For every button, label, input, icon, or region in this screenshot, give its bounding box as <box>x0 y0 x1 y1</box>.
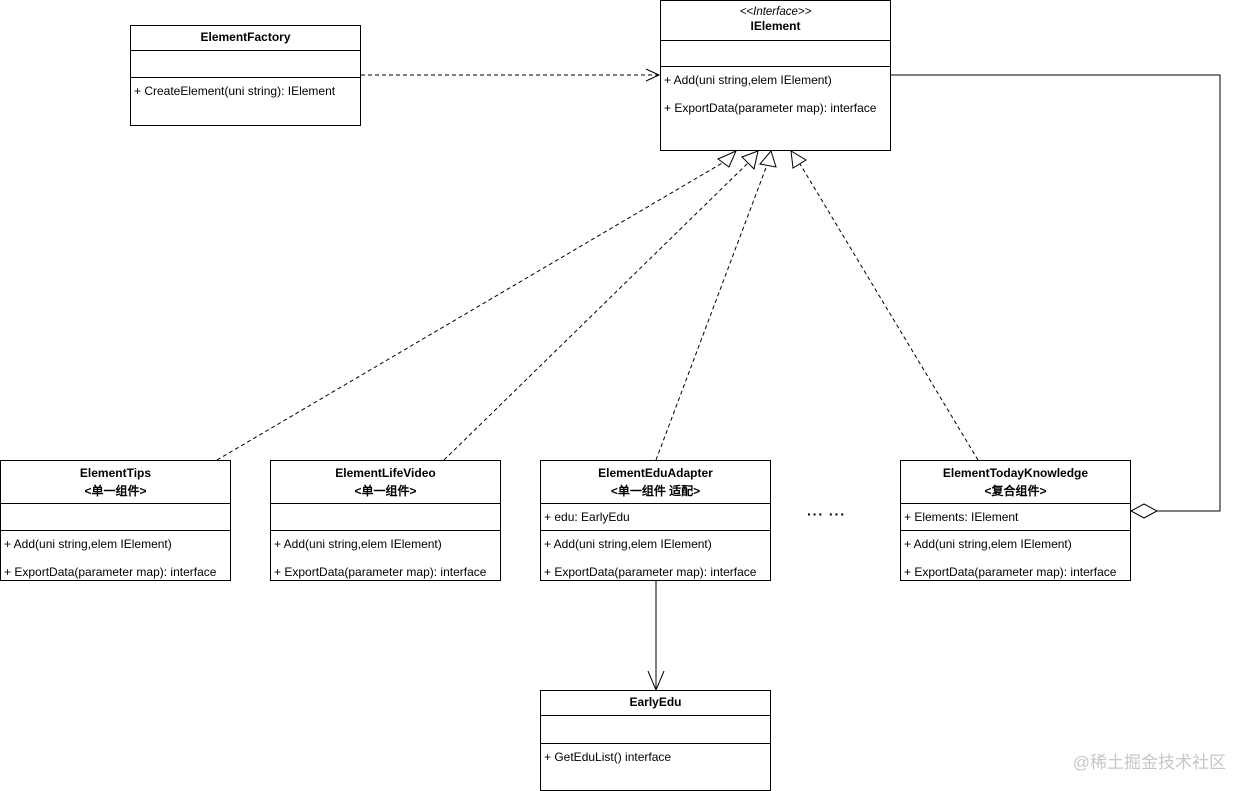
operation: + Add(uni string,elem IElement) <box>4 537 172 551</box>
class-elementlifevideo: ElementLifeVideo <单一组件> + Add(uni string… <box>270 460 501 581</box>
attribute: + Elements: IElement <box>904 510 1019 524</box>
class-name: ElementFactory <box>200 30 291 44</box>
class-tag: <复合组件> <box>984 484 1047 498</box>
operation: + ExportData(parameter map): interface <box>904 565 1117 579</box>
watermark: @稀土掘金技术社区 <box>1072 753 1226 772</box>
operations-section: + Add(uni string,elem IElement) + Export… <box>271 531 500 579</box>
operations-section: + Add(uni string,elem IElement) + Export… <box>1 531 230 579</box>
attributes-section: + edu: EarlyEdu <box>541 504 770 531</box>
attributes-section <box>541 716 770 744</box>
operation: + ExportData(parameter map): interface <box>664 101 877 115</box>
operation: + ExportData(parameter map): interface <box>274 565 487 579</box>
stereotype-label: <<Interface>> <box>739 6 812 18</box>
realization-triangle <box>717 150 737 168</box>
class-elementtodayknowledge: ElementTodayKnowledge <复合组件> + Elements:… <box>900 460 1131 581</box>
class-name: EarlyEdu <box>629 695 682 709</box>
class-name: ElementLifeVideo <box>335 466 436 480</box>
operations-section: + GetEduList() interface <box>541 744 770 764</box>
class-tag: <单一组件 适配> <box>610 484 701 498</box>
more-elements-ellipsis: ··· ··· <box>807 506 846 522</box>
attributes-section <box>271 504 500 531</box>
class-elementeduadapter: ElementEduAdapter <单一组件 适配> + edu: Early… <box>540 460 771 581</box>
operation: + CreateElement(uni string): IElement <box>134 84 336 98</box>
dependency-arrowhead <box>645 68 661 82</box>
attributes-section <box>1 504 230 531</box>
realization-triangle <box>759 149 777 168</box>
realization-triangle <box>741 150 759 170</box>
attribute: + edu: EarlyEdu <box>544 510 630 524</box>
class-elementtips: ElementTips <单一组件> + Add(uni string,elem… <box>0 460 231 581</box>
operation: + Add(uni string,elem IElement) <box>544 537 712 551</box>
class-tag: <单一组件> <box>354 484 417 498</box>
realization-triangle <box>790 150 807 169</box>
class-name: ElementTips <box>79 466 152 480</box>
operation: + Add(uni string,elem IElement) <box>664 73 832 87</box>
class-tag: <单一组件> <box>84 484 147 498</box>
aggregation-line <box>891 74 1221 512</box>
realization-elementeduadapter <box>655 164 768 461</box>
class-elementfactory: ElementFactory + CreateElement(uni strin… <box>130 25 361 126</box>
operation: + GetEduList() interface <box>544 750 672 764</box>
attributes-section <box>661 41 890 67</box>
operations-section: + Add(uni string,elem IElement) + Export… <box>901 531 1130 579</box>
operations-section: + Add(uni string,elem IElement) + Export… <box>541 531 770 579</box>
realization-elementtips <box>216 161 725 461</box>
operation: + ExportData(parameter map): interface <box>544 565 757 579</box>
class-name: ElementTodayKnowledge <box>942 466 1089 480</box>
attributes-section: + Elements: IElement <box>901 504 1130 531</box>
operations-section: + CreateElement(uni string): IElement <box>131 78 360 98</box>
operation: + Add(uni string,elem IElement) <box>904 537 1072 551</box>
class-name: ElementEduAdapter <box>598 466 713 480</box>
class-earlyedu: EarlyEdu + GetEduList() interface <box>540 690 771 791</box>
attributes-section <box>131 51 360 78</box>
operation: + ExportData(parameter map): interface <box>4 565 217 579</box>
operations-section: + Add(uni string,elem IElement) + Export… <box>661 67 890 115</box>
class-ielement: <<Interface>> IElement + Add(uni string,… <box>660 0 891 151</box>
realization-elementlifevideo <box>443 162 749 461</box>
class-name: IElement <box>750 19 801 33</box>
operation: + Add(uni string,elem IElement) <box>274 537 442 551</box>
realization-elementtodayknowledge <box>799 163 979 461</box>
aggregation-diamond <box>1129 503 1159 519</box>
